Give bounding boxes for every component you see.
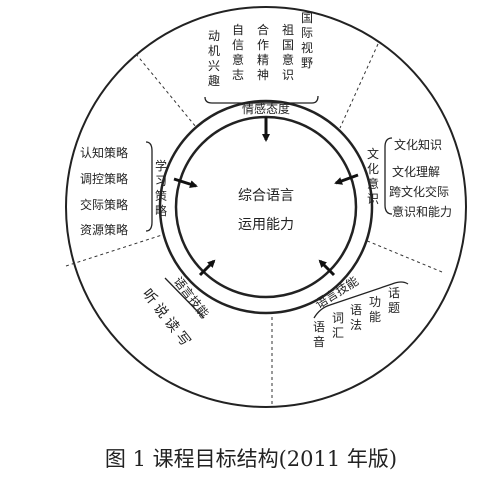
culture-label: 文化意识 — [367, 146, 379, 206]
knowledge-col-3: 功能 — [369, 295, 381, 324]
learning-item-2: 交际策略 — [80, 197, 128, 212]
attitude-columns: 国际视野 祖国意识 合作精神 自信意志 动机兴趣 — [208, 11, 313, 88]
learning-item-3: 资源策略 — [80, 222, 128, 237]
culture-brace — [384, 137, 393, 215]
arrow-learning — [173, 177, 198, 188]
culture-item-1: 文化理解 — [392, 164, 440, 179]
center-line1: 综合语言 — [238, 188, 294, 204]
divider-top-left — [135, 53, 197, 128]
outer-circle — [65, 6, 467, 408]
learning-item-0: 认知策略 — [80, 145, 128, 160]
figure-caption: 图 1 课程目标结构(2011 年版) — [105, 447, 397, 471]
arrow-culture — [334, 173, 359, 185]
arrows — [173, 117, 359, 277]
skills-underline — [164, 277, 205, 319]
culture-item-0: 文化知识 — [394, 137, 442, 152]
attitude-col-1: 祖国意识 — [282, 22, 294, 82]
attitude-col-0: 国际视野 — [301, 11, 313, 70]
knowledge-col-1: 词汇 — [332, 311, 344, 340]
knowledge-col-0: 语音 — [313, 320, 325, 349]
learning-brace — [145, 141, 153, 232]
knowledge-col-4: 话题 — [388, 286, 400, 315]
dividers — [65, 43, 443, 404]
knowledge-columns: 语音 词汇 语法 功能 话题 — [313, 286, 400, 349]
divider-right — [364, 239, 443, 273]
knowledge-col-2: 语法 — [350, 303, 362, 332]
inner-ring-outer-edge — [158, 99, 374, 315]
attitude-col-3: 自信意志 — [232, 23, 244, 82]
learning-label: 学习策略 — [155, 158, 167, 218]
divider-left — [65, 234, 163, 267]
attitude-label: 情感态度 — [242, 101, 290, 116]
arrow-knowledge — [318, 259, 336, 277]
knowledge-brace — [313, 281, 409, 319]
culture-item-3: 意识和能力 — [392, 204, 452, 219]
attitude-col-4: 动机兴趣 — [208, 29, 220, 88]
attitude-brace — [204, 95, 319, 104]
learning-item-1: 调控策略 — [80, 171, 128, 186]
divider-top-right — [339, 43, 379, 129]
center-line2: 运用能力 — [238, 217, 294, 233]
culture-item-2: 跨文化交际 — [389, 184, 449, 199]
attitude-col-2: 合作精神 — [257, 22, 269, 82]
arrow-skills — [198, 259, 216, 277]
